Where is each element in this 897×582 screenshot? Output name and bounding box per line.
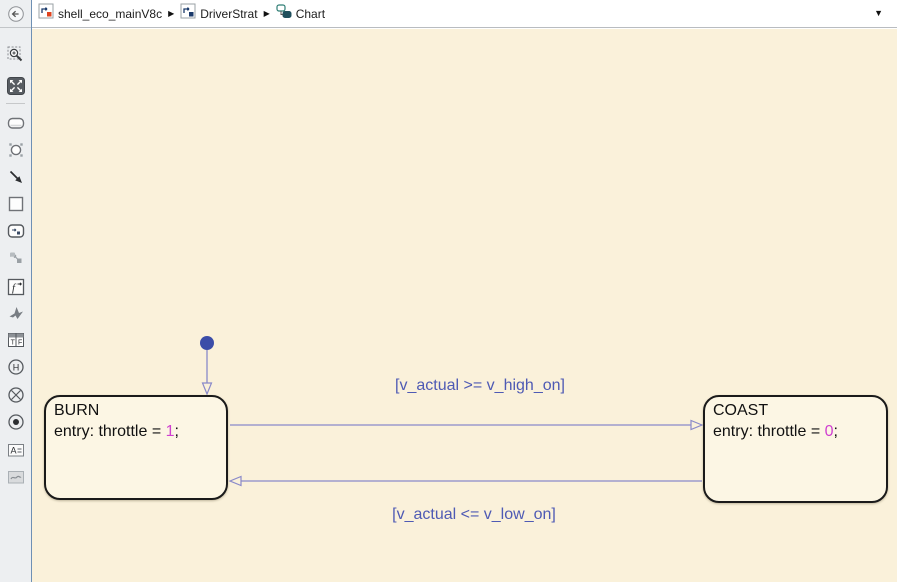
stateflow-chart-icon [276,3,292,24]
state-tool-icon[interactable] [7,114,25,132]
simulink-model-icon [38,3,54,24]
state-coast[interactable]: COAST entry: throttle = 0; [703,395,888,503]
palette-top-cell [0,0,31,28]
matlab-function-icon[interactable] [7,304,25,322]
truth-t-glyph: T [11,340,16,347]
state-burn[interactable]: BURN entry: throttle = 1; [44,395,228,500]
simulink-function-icon[interactable]: f [7,278,25,296]
breadcrumb-bar: shell_eco_mainV8c ▶ DriverStrat ▶ [32,0,897,28]
breadcrumb-item-chart[interactable]: Chart [276,3,325,24]
entry-value: 0 [824,423,834,440]
chevron-down-icon[interactable]: ▼ [874,8,883,18]
transition-label-low[interactable]: [v_actual <= v_low_on] [392,506,556,523]
annotation-icon[interactable]: A [7,441,25,459]
state-entry-action: entry: throttle = 1; [54,423,179,440]
default-transition-arrow[interactable] [200,336,214,396]
fit-to-view-icon[interactable] [7,77,25,95]
marquee-zoom-icon[interactable] [7,46,25,64]
palette-separator [6,103,25,104]
entry-value: 1 [165,423,175,440]
transition-coast-to-burn[interactable] [228,475,702,487]
subsystem-icon [180,3,196,24]
function-glyph: f [12,282,17,294]
history-glyph: H [13,362,19,372]
image-tool-icon[interactable] [7,468,25,486]
breadcrumb-label[interactable]: Chart [295,6,326,21]
breadcrumb: shell_eco_mainV8c ▶ DriverStrat ▶ [38,3,325,24]
breadcrumb-separator-icon: ▶ [168,9,175,18]
chart-canvas[interactable]: BURN entry: throttle = 1; COAST entry: t… [32,29,897,582]
back-icon[interactable] [7,5,25,23]
junction-tool-icon[interactable] [7,141,25,159]
junction-cross-icon[interactable] [7,386,25,404]
history-junction-icon[interactable]: H [7,358,25,376]
breadcrumb-item-subsystem[interactable]: DriverStrat [180,3,258,24]
state-name: COAST [713,402,769,419]
truth-table-icon[interactable]: T F [7,331,25,349]
tool-palette: f T F H [0,0,32,582]
state-entry-action: entry: throttle = 0; [713,423,838,440]
subchart-tool-icon[interactable] [7,222,25,240]
default-transition-icon[interactable] [7,413,25,431]
breadcrumb-label[interactable]: shell_eco_mainV8c [58,6,163,21]
state-name: BURN [54,402,100,419]
breadcrumb-label[interactable]: DriverStrat [200,6,258,21]
box-tool-icon[interactable] [7,195,25,213]
annotation-glyph: A [11,446,17,456]
truth-f-glyph: F [18,340,22,347]
transition-tool-icon[interactable] [7,168,25,186]
breadcrumb-item-model[interactable]: shell_eco_mainV8c [38,3,162,24]
transition-wires [200,336,704,487]
transition-burn-to-coast[interactable] [230,419,704,431]
breadcrumb-separator-icon: ▶ [263,9,270,18]
transition-label-high[interactable]: [v_actual >= v_high_on] [395,377,565,394]
linked-subchart-icon[interactable] [7,249,25,267]
